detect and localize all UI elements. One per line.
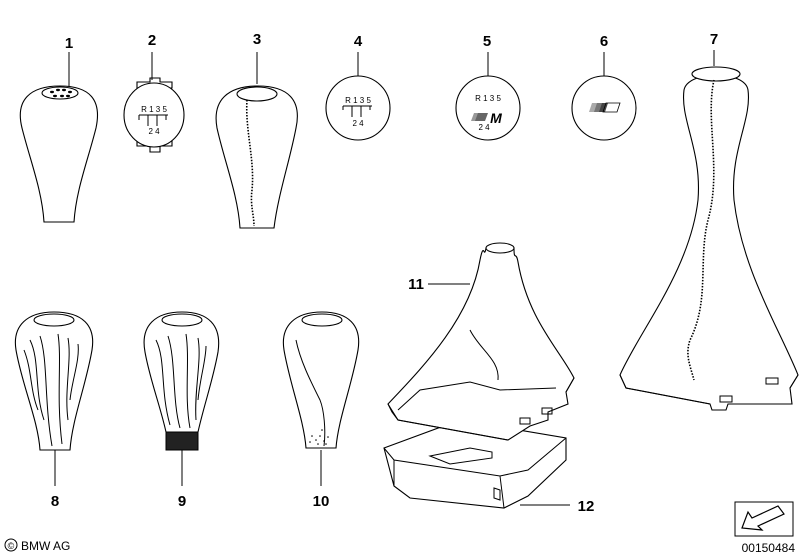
part-6-m-emblem[interactable] <box>571 52 637 141</box>
insert-pattern-bottom: 2 4 <box>148 127 160 136</box>
m-logo: M <box>490 110 502 126</box>
part-3-leather-knob[interactable] <box>215 52 298 229</box>
part-11-gear-boot[interactable] <box>387 242 575 441</box>
callout-10: 10 <box>313 493 330 510</box>
part-8-wood-knob[interactable] <box>14 311 94 486</box>
emblem-pattern-bottom: 2 4 <box>352 119 364 128</box>
direction-arrow-icon <box>734 501 794 537</box>
callout-6: 6 <box>600 33 608 50</box>
part-2-insert[interactable]: R 1 3 5 2 4 <box>123 52 185 153</box>
part-10-leather-knob[interactable] <box>282 311 360 486</box>
callout-7: 7 <box>710 31 718 48</box>
part-7-gear-boot[interactable] <box>619 50 799 411</box>
brand-label: BMW AG <box>21 539 70 553</box>
emblem-m-pattern-bottom: 2 4 <box>478 123 490 132</box>
part-9-wood-collar-knob[interactable] <box>143 311 220 486</box>
emblem-pattern-top: R 1 3 5 <box>345 96 371 105</box>
callout-2: 2 <box>148 32 156 49</box>
callout-11: 11 <box>408 276 424 293</box>
part-4-emblem[interactable]: R 1 3 5 2 4 <box>325 52 391 141</box>
callout-1: 1 <box>65 35 73 52</box>
part-1-knob[interactable] <box>19 52 98 223</box>
part-5-emblem-m[interactable]: R 1 3 5 M 2 4 <box>455 52 521 141</box>
insert-pattern-top: R 1 3 5 <box>141 105 167 114</box>
callout-4: 4 <box>354 33 363 50</box>
callout-9: 9 <box>178 493 186 510</box>
footer-brand: © BMW AG <box>4 538 70 553</box>
emblem-m-pattern-top: R 1 3 5 <box>475 94 501 103</box>
callout-3: 3 <box>253 31 261 48</box>
callout-8: 8 <box>51 493 59 510</box>
callout-12: 12 <box>578 498 595 515</box>
copyright-icon: © <box>8 541 15 551</box>
drawing-number: 00150484 <box>742 541 796 555</box>
m-stripes-icon <box>589 102 621 113</box>
callout-5: 5 <box>483 33 491 50</box>
